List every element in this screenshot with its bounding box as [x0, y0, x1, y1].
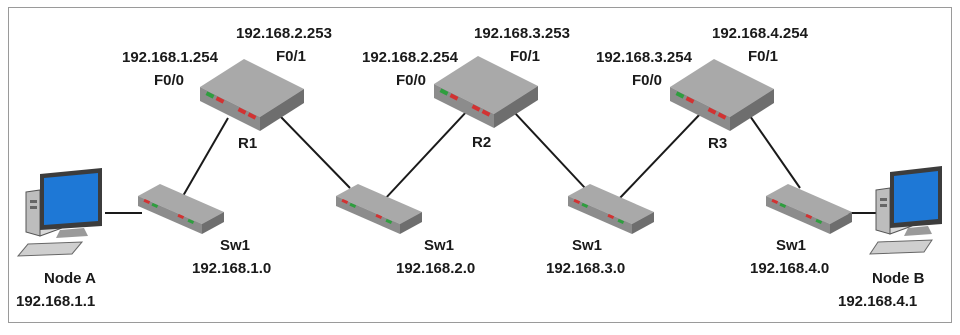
cable-r2-sw3	[513, 111, 586, 189]
cable-sw1-r1	[182, 117, 229, 197]
router-r2-left-ip: 192.168.2.254	[362, 49, 459, 66]
switch-icon	[766, 184, 852, 234]
computer-icon	[869, 166, 942, 255]
computer-icon	[16, 168, 102, 257]
router-r2-right-if: F0/1	[510, 48, 540, 65]
router-r1-left-ip: 192.168.1.254	[122, 49, 219, 66]
router-icon	[434, 56, 538, 128]
router-icon	[200, 59, 304, 131]
node-a-ip: 192.168.1.1	[16, 293, 95, 310]
cable-sw2-r2	[383, 109, 469, 201]
switch-2-name: Sw1	[424, 237, 454, 254]
router-r3-right-if: F0/1	[748, 48, 778, 65]
switch-labels: Sw1 192.168.1.0 Sw1 192.168.2.0 Sw1 192.…	[192, 237, 829, 277]
switch-2-network: 192.168.2.0	[396, 260, 475, 277]
router-r2-name: R2	[472, 134, 491, 151]
switch-icon	[568, 184, 654, 234]
node-labels: Node A 192.168.1.1 Node B 192.168.4.1	[16, 270, 925, 310]
switch-icon	[336, 184, 422, 234]
router-r3-name: R3	[708, 135, 727, 152]
cable-r3-sw4	[749, 115, 801, 189]
switch-4-network: 192.168.4.0	[750, 260, 829, 277]
router-r1-right-if: F0/1	[276, 48, 306, 65]
switch-3-network: 192.168.3.0	[546, 260, 625, 277]
router-r2-right-ip: 192.168.3.253	[474, 25, 570, 42]
router-r3-left-ip: 192.168.3.254	[596, 49, 693, 66]
cable-r1-sw2	[279, 115, 351, 189]
router-labels: 192.168.1.254 F0/0 192.168.2.253 F0/1 R1…	[122, 25, 809, 152]
diagram-border	[8, 7, 952, 323]
node-b-name: Node B	[872, 270, 925, 287]
router-r1-left-if: F0/0	[154, 72, 184, 89]
switch-4-name: Sw1	[776, 237, 806, 254]
cable-sw3-r3	[617, 111, 703, 201]
router-r2-left-if: F0/0	[396, 72, 426, 89]
node-b-ip: 192.168.4.1	[838, 293, 917, 310]
switch-icon	[138, 184, 224, 234]
cables	[105, 109, 878, 214]
switch-1-name: Sw1	[220, 237, 250, 254]
router-r1-right-ip: 192.168.2.253	[236, 25, 332, 42]
router-icon	[670, 59, 774, 131]
switch-1-network: 192.168.1.0	[192, 260, 271, 277]
node-a-name: Node A	[44, 270, 96, 287]
router-r3-right-ip: 192.168.4.254	[712, 25, 809, 42]
router-r1-name: R1	[238, 135, 257, 152]
router-r3-left-if: F0/0	[632, 72, 662, 89]
switch-3-name: Sw1	[572, 237, 602, 254]
